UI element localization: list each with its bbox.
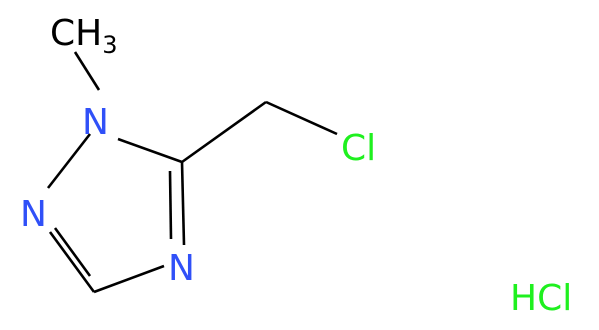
- bond-n2-n1: [46, 133, 92, 189]
- nitrogen-1-label: N: [82, 102, 109, 143]
- methyl-label: CH3: [50, 13, 118, 59]
- bond-n1-methyl: [73, 51, 101, 91]
- bond-c5-ch2: [181, 100, 267, 164]
- bond-c5-n4-outer: [180, 161, 186, 246]
- nitrogen-2-label: N: [20, 194, 47, 235]
- chlorine-label: Cl: [341, 128, 376, 169]
- bonds: [46, 51, 338, 294]
- bond-c3-n2-inner: [53, 227, 92, 277]
- bond-c5-n4-inner: [168, 170, 173, 240]
- bond-n1-c5: [117, 137, 183, 164]
- bond-ch2-cl: [265, 100, 338, 136]
- nitrogen-4-label: N: [168, 248, 195, 289]
- counterion-label: HCl: [510, 278, 572, 319]
- bond-c3-n2-outer: [48, 231, 96, 293]
- bond-n4-c3: [93, 264, 165, 294]
